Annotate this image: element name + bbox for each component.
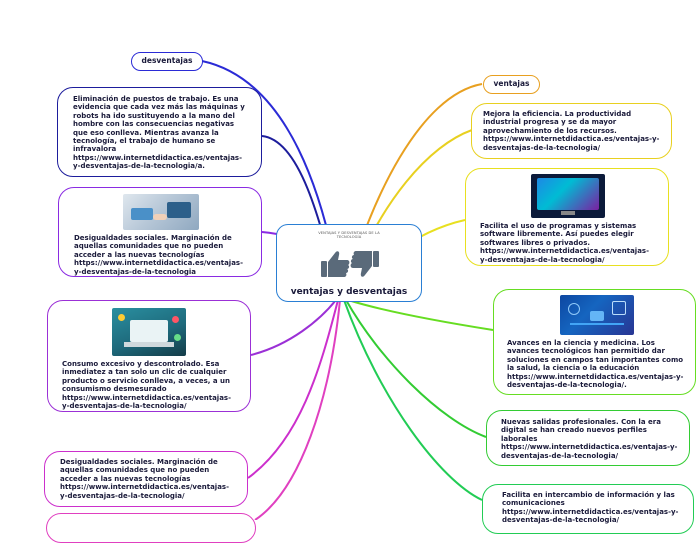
desventajas-label[interactable]: desventajas bbox=[131, 52, 203, 71]
ventajas-label[interactable]: ventajas bbox=[483, 75, 540, 94]
ventaja-item-2[interactable]: Facilita el uso de programas y sistemas … bbox=[465, 168, 669, 266]
ventaja-item-1-text: Mejora la eficiencia. La productividad i… bbox=[483, 110, 660, 152]
ventaja-item-3-text: Avances en la ciencia y medicina. Los av… bbox=[507, 339, 684, 390]
ventajas-label-text: ventajas bbox=[493, 79, 530, 88]
ventaja-item-2-text: Facilita el uso de programas y sistemas … bbox=[480, 222, 649, 264]
desventajas-label-text: desventajas bbox=[141, 56, 193, 65]
central-image-caption: VENTAJAS Y DESVENTAJAS DE LA TECNOLOGÍA bbox=[318, 231, 380, 240]
desventaja-item-4-text: Desigualdades sociales. Marginación de a… bbox=[60, 458, 229, 500]
laptop-apps-image bbox=[112, 308, 186, 356]
central-topic[interactable]: VENTAJAS Y DESVENTAJAS DE LA TECNOLOGÍA … bbox=[276, 224, 422, 302]
desventaja-item-2-text: Desigualdades sociales. Marginación de a… bbox=[74, 234, 243, 276]
ventaja-item-1[interactable]: Mejora la eficiencia. La productividad i… bbox=[471, 103, 672, 159]
desventaja-item-4[interactable]: Desigualdades sociales. Marginación de a… bbox=[44, 451, 248, 507]
hands-with-devices-image bbox=[122, 194, 199, 230]
ventaja-item-5[interactable]: Facilita en intercambio de información y… bbox=[482, 484, 694, 534]
desventaja-item-2[interactable]: Desigualdades sociales. Marginación de a… bbox=[58, 187, 262, 277]
ventaja-item-3[interactable]: Avances en la ciencia y medicina. Los av… bbox=[493, 289, 696, 395]
ventaja-item-4[interactable]: Nuevas salidas profesionales. Con la era… bbox=[486, 410, 690, 466]
ventaja-item-4-text: Nuevas salidas profesionales. Con la era… bbox=[501, 418, 678, 460]
desventaja-item-5[interactable] bbox=[46, 513, 256, 543]
thumbs-up-down-icon bbox=[321, 251, 379, 277]
desventaja-item-3[interactable]: Consumo excesivo y descontrolado. Esa in… bbox=[47, 300, 251, 412]
monitor-screen-image bbox=[531, 174, 605, 218]
desventaja-item-1[interactable]: Eliminación de puestos de trabajo. Es un… bbox=[57, 87, 262, 177]
central-title: ventajas y desventajas bbox=[290, 287, 408, 297]
tech-network-image bbox=[560, 295, 634, 335]
desventaja-item-3-text: Consumo excesivo y descontrolado. Esa in… bbox=[62, 360, 231, 411]
desventaja-item-1-text: Eliminación de puestos de trabajo. Es un… bbox=[73, 95, 245, 171]
